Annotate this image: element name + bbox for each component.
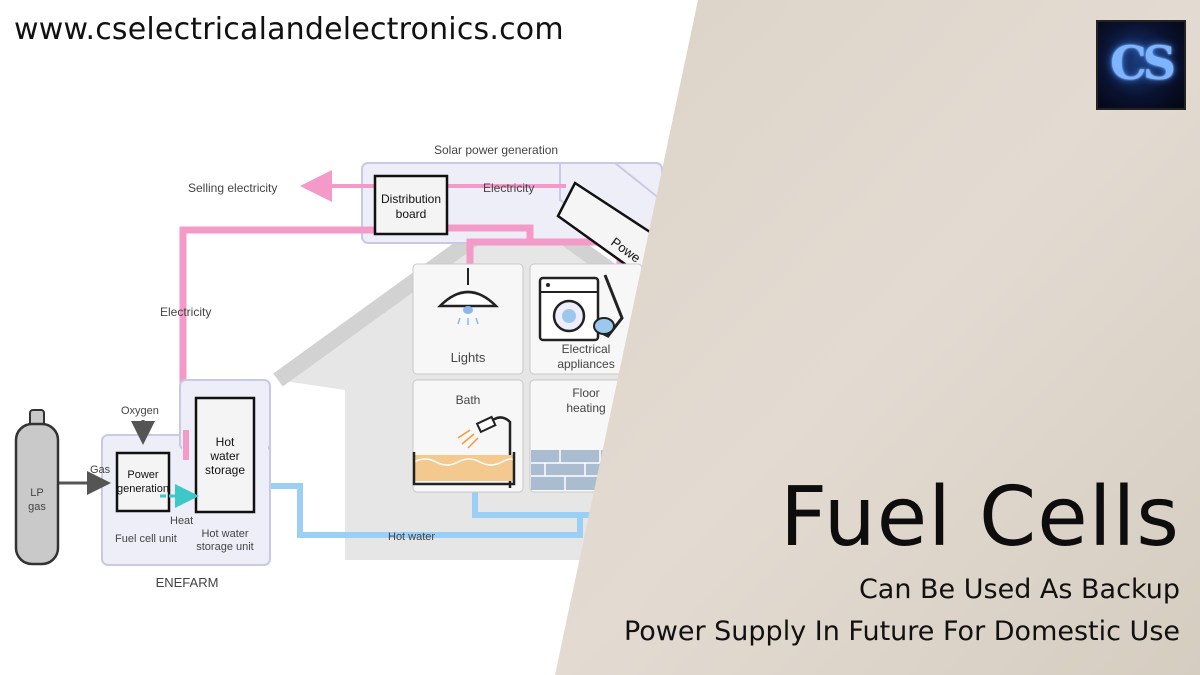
site-logo: CS [1096, 20, 1186, 110]
distribution-board [373, 174, 449, 236]
page-title: Fuel Cells [780, 470, 1180, 565]
label-floor: Floor [572, 386, 599, 400]
subtitle-line-2: Power Supply In Future For Domestic Use [623, 616, 1180, 647]
label-lp-gas: gas [28, 501, 46, 513]
label-fuel-cell-unit: Fuel cell unit [115, 533, 177, 545]
label-electricity-left: Electricity [160, 305, 211, 319]
shower-icon [412, 415, 516, 488]
label-generation: generation [117, 483, 169, 495]
label-heat: Heat [170, 515, 193, 527]
lamp-icon [436, 268, 500, 325]
label-hot: Hot [216, 435, 235, 449]
label-water: water [209, 449, 239, 463]
washing-machine-icon [538, 274, 624, 342]
label-board: board [396, 207, 427, 221]
label-gas: Gas [90, 464, 111, 476]
label-hot-water-unit-1: Hot water [201, 528, 248, 540]
power-generation-box [115, 451, 171, 513]
logo-text: CS [1110, 36, 1176, 90]
label-lp: LP [30, 487, 43, 499]
label-power: Power [127, 469, 159, 481]
lp-gas-cylinder [14, 409, 60, 566]
label-distribution: Distribution [381, 192, 441, 206]
subtitle-line-1: Can Be Used As Backup [858, 574, 1180, 605]
label-solar-power: Solar power generation [434, 143, 558, 157]
label-hot-water: Hot water [388, 531, 435, 543]
label-appliances: appliances [557, 357, 614, 371]
label-electrical: Electrical [562, 342, 611, 356]
label-bath: Bath [456, 393, 481, 407]
label-storage: storage [205, 463, 245, 477]
hot-water-lines [255, 483, 590, 538]
site-url: www.cselectricalandelectronics.com [14, 12, 564, 47]
label-hot-water-unit-2: storage unit [196, 541, 253, 553]
diagram-labels: Solar power generation Selling electrici… [28, 143, 643, 590]
label-selling-electricity: Selling electricity [188, 181, 277, 195]
label-heating: heating [566, 401, 605, 415]
hot-water-storage-tank [194, 396, 256, 514]
label-enefarm: ENEFARM [156, 575, 219, 590]
label-electricity-top: Electricity [483, 181, 534, 195]
beige-title-panel [555, 0, 1200, 675]
label-oxygen: Oxygen [121, 405, 159, 417]
label-lights: Lights [451, 350, 486, 365]
